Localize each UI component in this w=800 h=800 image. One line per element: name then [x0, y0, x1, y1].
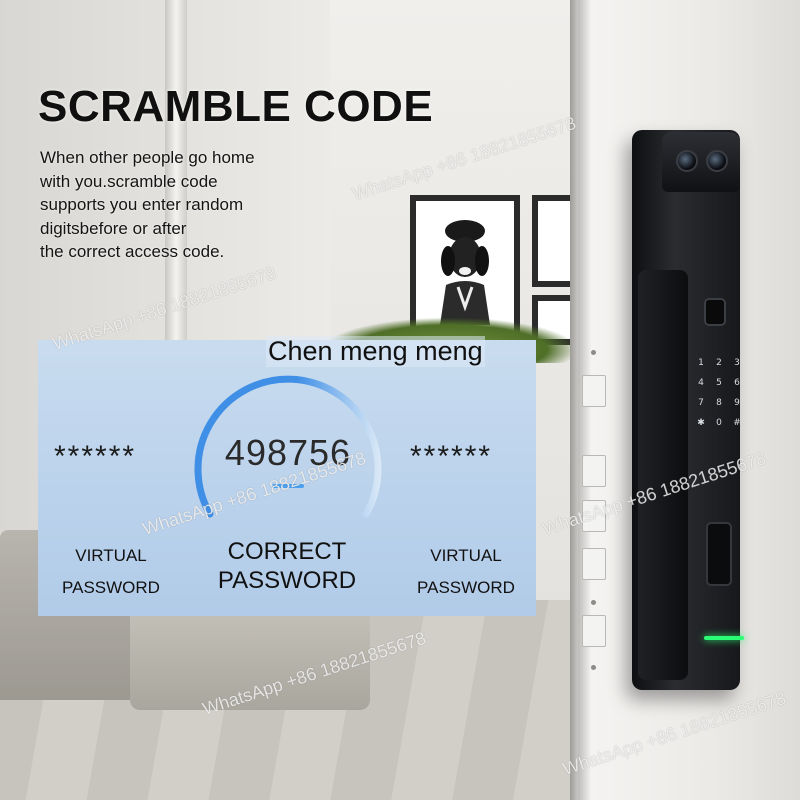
keypad-key[interactable]: 3 — [734, 358, 740, 368]
virtual-password-left-label: VIRTUAL PASSWORD — [46, 540, 176, 604]
label-line: PASSWORD — [417, 578, 515, 597]
keypad-key[interactable]: 1 — [698, 358, 704, 368]
lock-keypad: 1 2 3 4 5 6 7 8 9 ✱ 0 # — [694, 358, 754, 448]
virtual-password-right-value: ****** — [410, 440, 493, 473]
strike-plate — [582, 375, 606, 407]
description-line: with you.scramble code — [40, 171, 218, 191]
smart-lock: 1 2 3 4 5 6 7 8 9 ✱ 0 # — [632, 130, 744, 690]
keypad-key[interactable]: 6 — [734, 378, 740, 388]
scramble-code-panel — [38, 340, 536, 616]
lock-camera — [662, 132, 740, 192]
keypad-key[interactable]: 7 — [698, 398, 704, 408]
virtual-password-left-value: ****** — [54, 440, 137, 473]
label-line: VIRTUAL — [75, 546, 147, 565]
keypad-key[interactable]: 2 — [716, 358, 722, 368]
sofa-cushion — [130, 600, 370, 710]
description-line: the correct access code. — [40, 242, 225, 261]
label-line: VIRTUAL — [430, 546, 502, 565]
strike-plate — [582, 500, 606, 532]
camera-lens-icon — [676, 150, 698, 172]
label-line: PASSWORD — [217, 567, 357, 594]
feature-description: When other people go home with you.scram… — [40, 146, 360, 264]
strike-plate — [582, 455, 606, 487]
lock-handle[interactable] — [638, 270, 688, 680]
screw-icon — [591, 350, 596, 355]
correct-password-label: CORRECT PASSWORD — [196, 537, 378, 595]
dog-portrait-icon — [440, 220, 490, 325]
keypad-key[interactable]: # — [733, 418, 741, 428]
description-line: supports you enter random — [40, 195, 244, 214]
description-line: digitsbefore or after — [40, 218, 187, 238]
status-led — [704, 636, 744, 640]
code-progress-arc-icon — [194, 375, 382, 518]
panel-author-label: Chen meng meng — [266, 336, 485, 367]
label-line: PASSWORD — [62, 578, 160, 597]
correct-code-value: 498756 — [224, 432, 352, 473]
code-cursor — [272, 484, 304, 488]
keypad-key[interactable]: 8 — [716, 398, 722, 408]
keypad-key[interactable]: 9 — [734, 398, 740, 408]
screw-icon — [591, 600, 596, 605]
description-line: When other people go home — [40, 148, 255, 167]
label-line: CORRECT — [227, 538, 347, 565]
keypad-key[interactable]: 4 — [698, 378, 704, 388]
camera-lens-icon — [706, 150, 728, 172]
strike-plate — [582, 615, 606, 647]
card-reader-icon[interactable] — [706, 522, 732, 586]
strike-plate — [582, 548, 606, 580]
screw-icon — [591, 665, 596, 670]
fingerprint-sensor-icon[interactable] — [704, 298, 726, 326]
page-title: SCRAMBLE CODE — [38, 82, 434, 131]
keypad-key[interactable]: 0 — [716, 418, 722, 428]
keypad-key[interactable]: 5 — [716, 378, 722, 388]
virtual-password-right-label: VIRTUAL PASSWORD — [402, 540, 530, 604]
keypad-key[interactable]: ✱ — [697, 418, 705, 428]
